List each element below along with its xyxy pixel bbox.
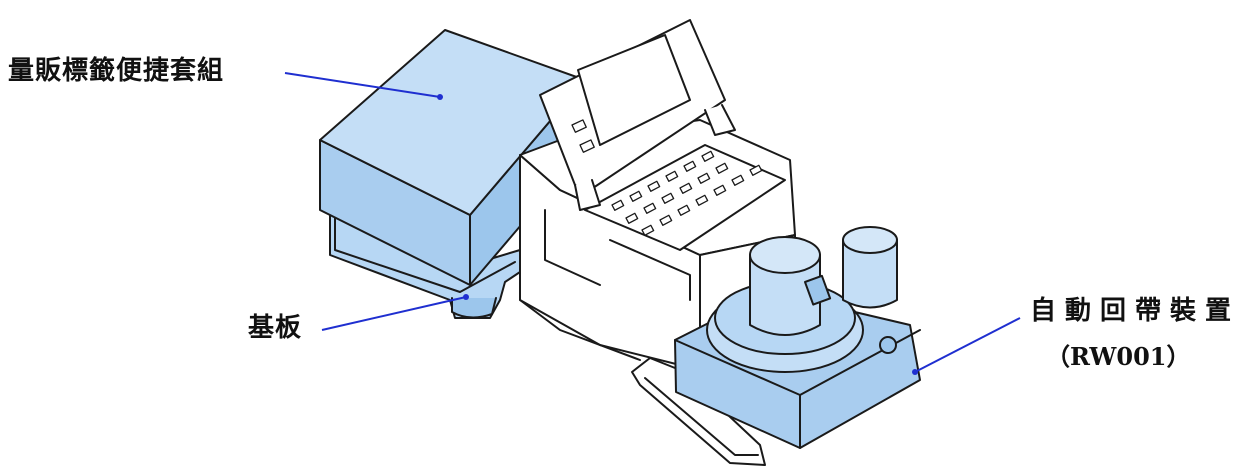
label-kit-text: 量販標籤便捷套組 [8, 56, 225, 86]
leader-dots [437, 94, 918, 375]
leader-kit [284, 72, 441, 98]
rewinder-tray [631, 357, 766, 466]
leader-kit-dot [437, 94, 443, 100]
leader-rewinder [914, 317, 1021, 373]
label-rewinder-model: （RW001） [1046, 342, 1191, 371]
label-base-text: 基板 [248, 313, 303, 343]
leader-lines [284, 72, 1021, 373]
rewinder-device [674, 226, 921, 449]
leader-base-dot [463, 294, 469, 300]
leader-base [321, 296, 467, 331]
leader-rewinder-dot [912, 369, 918, 375]
label-rewinder-text: 自動回帶裝置 [1030, 296, 1241, 326]
